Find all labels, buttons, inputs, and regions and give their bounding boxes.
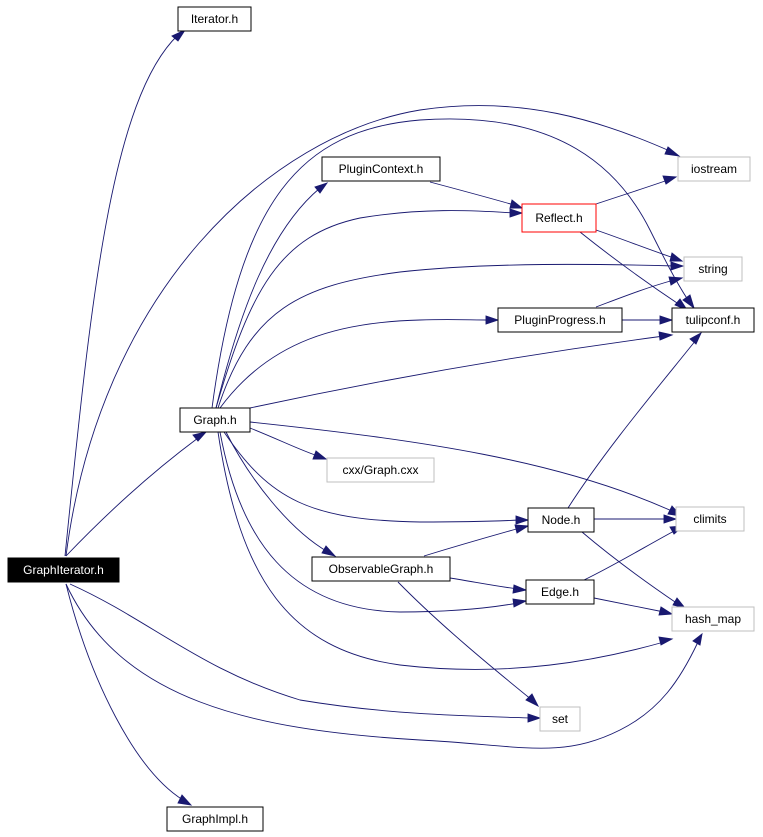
arrowhead-icon bbox=[670, 261, 685, 271]
node-label: Edge.h bbox=[541, 585, 579, 599]
edge-graph-hashmap bbox=[217, 431, 665, 670]
node-label: hash_map bbox=[685, 612, 741, 626]
edge-graphiterator-set bbox=[69, 583, 533, 719]
edge-reflect-tulipconf bbox=[579, 231, 681, 306]
edge-observablegraph-node bbox=[423, 527, 521, 557]
node-node[interactable]: Node.h bbox=[527, 507, 595, 533]
edge-graphiterator-graph bbox=[65, 437, 199, 557]
node-graphiterator[interactable]: GraphIterator.h bbox=[7, 557, 120, 583]
node-reflect[interactable]: Reflect.h bbox=[521, 203, 597, 233]
node-label: Reflect.h bbox=[535, 211, 582, 225]
edge-graphiterator-graphimpl bbox=[65, 583, 184, 801]
arrowhead-icon bbox=[192, 431, 208, 442]
arrowhead-icon bbox=[689, 331, 702, 345]
arrowhead-icon bbox=[692, 632, 703, 646]
node-label: cxx/Graph.cxx bbox=[342, 463, 418, 477]
edge-observablegraph-set bbox=[397, 581, 533, 701]
arrowhead-icon bbox=[663, 514, 678, 524]
arrowhead-icon bbox=[658, 606, 674, 616]
node-label: ObservableGraph.h bbox=[329, 562, 434, 576]
node-label: PluginProgress.h bbox=[514, 313, 605, 327]
arrowhead-icon bbox=[515, 515, 530, 525]
edge-observablegraph-edge bbox=[449, 577, 519, 590]
node-graph[interactable]: Graph.h bbox=[179, 407, 251, 433]
edge-graph-tulipconf bbox=[249, 335, 665, 409]
edge-graph-node bbox=[223, 431, 521, 523]
edge-node-hashmap bbox=[581, 531, 679, 605]
arrowhead-icon bbox=[171, 28, 187, 42]
node-iterator[interactable]: Iterator.h bbox=[177, 6, 252, 32]
node-iostream[interactable]: iostream bbox=[677, 156, 751, 182]
node-label: GraphImpl.h bbox=[182, 812, 248, 826]
arrowhead-icon bbox=[669, 252, 684, 262]
node-observablegraph[interactable]: ObservableGraph.h bbox=[311, 556, 451, 582]
edge-graph-pluginprogress bbox=[219, 319, 491, 409]
node-string[interactable]: string bbox=[683, 256, 743, 282]
arrowhead-icon bbox=[509, 199, 524, 209]
node-edge[interactable]: Edge.h bbox=[525, 579, 595, 605]
arrowhead-icon bbox=[658, 636, 674, 646]
edge-graphiterator-iterator bbox=[64, 34, 179, 557]
edge-pluginprogress-string bbox=[595, 279, 675, 308]
edge-graph-tulipconf-direct bbox=[211, 118, 689, 409]
arrowhead-icon bbox=[509, 208, 524, 218]
edge-plugincontext-reflect bbox=[429, 181, 515, 206]
edge-graphiterator-hashmap bbox=[65, 583, 699, 749]
arrowhead-icon bbox=[658, 331, 674, 341]
arrowhead-icon bbox=[177, 794, 193, 806]
edge-reflect-iostream bbox=[595, 179, 669, 205]
arrowhead-icon bbox=[321, 545, 337, 557]
arrowhead-icon bbox=[664, 146, 681, 157]
arrowhead-icon bbox=[514, 524, 530, 534]
node-label: Iterator.h bbox=[191, 12, 238, 26]
node-label: climits bbox=[693, 512, 726, 526]
edge-graph-cxxgraph bbox=[249, 427, 319, 457]
node-label: Node.h bbox=[542, 513, 581, 527]
node-graphimpl[interactable]: GraphImpl.h bbox=[166, 806, 264, 832]
arrowhead-icon bbox=[527, 713, 542, 723]
edge-node-tulipconf bbox=[567, 339, 697, 509]
arrowhead-icon bbox=[314, 182, 329, 194]
edge-graph-string bbox=[217, 263, 676, 409]
node-set[interactable]: set bbox=[539, 706, 581, 732]
edge-graph-reflect bbox=[215, 210, 515, 409]
node-label: string bbox=[698, 262, 727, 276]
edge-edge-hashmap bbox=[593, 597, 665, 613]
arrowhead-icon bbox=[512, 584, 528, 594]
node-label: Graph.h bbox=[193, 413, 236, 427]
node-label: PluginContext.h bbox=[339, 162, 424, 176]
node-label: set bbox=[552, 712, 569, 726]
arrowhead-icon bbox=[312, 450, 328, 460]
arrowhead-icon bbox=[485, 315, 500, 325]
edge-graph-observablegraph bbox=[225, 431, 329, 553]
arrowhead-icon bbox=[668, 276, 684, 286]
arrowhead-icon bbox=[659, 315, 674, 325]
node-tulipconf[interactable]: tulipconf.h bbox=[671, 307, 755, 333]
edge-edge-climits bbox=[583, 529, 677, 581]
edge-reflect-string bbox=[595, 229, 675, 259]
node-label: GraphIterator.h bbox=[23, 563, 104, 577]
node-label: tulipconf.h bbox=[686, 313, 741, 327]
edge-graph-climits bbox=[249, 421, 675, 513]
arrowhead-icon bbox=[682, 294, 695, 310]
edge-graphiterator-iostream bbox=[65, 105, 673, 557]
arrowhead-icon bbox=[525, 693, 540, 708]
edge-graph-plugincontext bbox=[215, 187, 321, 409]
node-climits[interactable]: climits bbox=[675, 506, 745, 532]
edges bbox=[64, 28, 703, 806]
arrowhead-icon bbox=[662, 175, 678, 185]
nodes: GraphIterator.h Iterator.h PluginContext… bbox=[7, 6, 755, 832]
edge-graph-edge bbox=[219, 431, 519, 613]
node-plugincontext[interactable]: PluginContext.h bbox=[321, 156, 441, 182]
node-pluginprogress[interactable]: PluginProgress.h bbox=[497, 307, 623, 333]
arrowhead-icon bbox=[512, 598, 528, 608]
node-hashmap[interactable]: hash_map bbox=[671, 606, 755, 632]
node-label: iostream bbox=[691, 162, 737, 176]
node-cxxgraph[interactable]: cxx/Graph.cxx bbox=[326, 457, 435, 483]
